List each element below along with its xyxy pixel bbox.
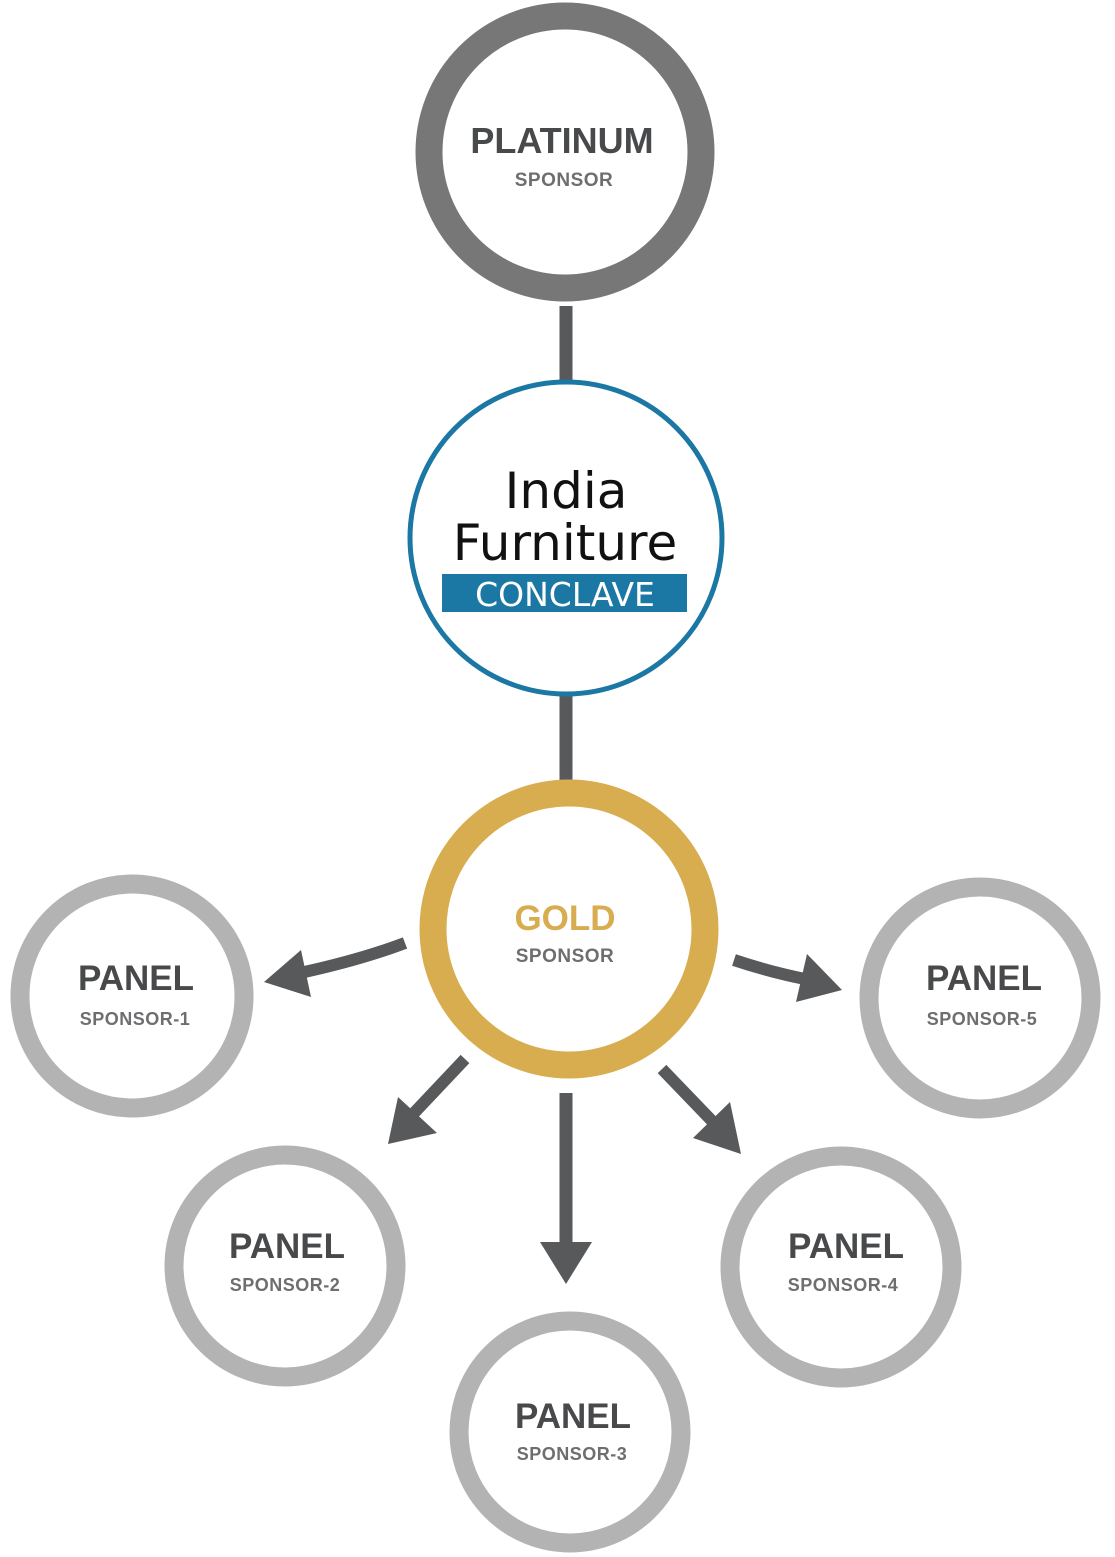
panel-3-title: PANEL	[515, 1397, 631, 1436]
panel-2-subtitle: SPONSOR-2	[230, 1275, 341, 1295]
panel-1-subtitle: SPONSOR-1	[80, 1009, 191, 1029]
panel-sponsor-4-node: PANEL SPONSOR-4	[720, 1146, 962, 1388]
panel-1-title: PANEL	[78, 959, 194, 998]
conclave-badge	[442, 574, 687, 612]
platinum-sponsor-node: PLATINUM SPONSOR	[415, 2, 715, 302]
platinum-subtitle: SPONSOR	[515, 170, 614, 191]
panel-3-ring	[449, 1311, 691, 1553]
panel-sponsor-5-node: PANEL SPONSOR-5	[859, 877, 1101, 1119]
gold-ring	[419, 779, 719, 1079]
logo-line-india: India	[505, 462, 628, 520]
gold-subtitle: SPONSOR	[516, 946, 615, 967]
event-logo-ring	[407, 379, 725, 697]
panel-1-ring	[10, 874, 254, 1118]
gold-title: GOLD	[514, 899, 615, 938]
panel-sponsor-3-node: PANEL SPONSOR-3	[449, 1311, 691, 1553]
panel-2-ring	[164, 1145, 406, 1387]
panel-3-subtitle: SPONSOR-3	[517, 1444, 628, 1464]
panel-5-title: PANEL	[926, 959, 1042, 998]
arrow-to-panel-4	[657, 1064, 741, 1154]
panel-sponsor-2-node: PANEL SPONSOR-2	[164, 1145, 406, 1387]
logo-line-furniture: Furniture	[453, 514, 678, 572]
event-logo-node: India Furniture CONCLAVE	[407, 379, 725, 697]
panel-5-ring	[859, 877, 1101, 1119]
arrow-to-panel-5	[732, 954, 842, 1002]
platinum-ring	[415, 2, 715, 302]
arrow-to-panel-3	[540, 1093, 592, 1284]
platinum-title: PLATINUM	[470, 120, 653, 161]
gold-sponsor-node: GOLD SPONSOR	[419, 779, 719, 1079]
logo-badge-conclave: CONCLAVE	[475, 575, 655, 614]
panel-4-title: PANEL	[788, 1227, 904, 1266]
panel-4-ring	[720, 1146, 962, 1388]
panel-sponsor-1-node: PANEL SPONSOR-1	[10, 874, 254, 1118]
arrow-to-panel-2	[388, 1054, 470, 1144]
panel-4-subtitle: SPONSOR-4	[788, 1275, 899, 1295]
panel-5-subtitle: SPONSOR-5	[927, 1009, 1038, 1029]
panel-2-title: PANEL	[229, 1227, 345, 1266]
arrow-to-panel-1	[264, 937, 408, 997]
